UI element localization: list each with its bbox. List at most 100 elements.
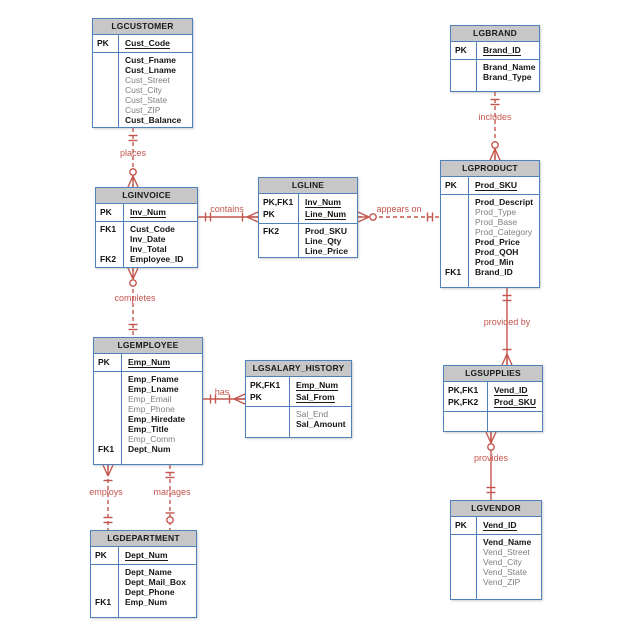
key-column (444, 411, 488, 431)
key-label: PK,FK1 (263, 197, 294, 207)
pk-attribute-name: Line_Num (305, 209, 347, 220)
relationship-label-has: has (214, 387, 230, 397)
pk-attribute-name: Dept_Num (125, 550, 168, 561)
entity-title-lgdepartment: LGDEPARTMENT (91, 531, 196, 547)
name-column: Vend_ID (477, 517, 541, 534)
key-label (455, 567, 474, 577)
key-label: PK (100, 207, 112, 217)
key-label (98, 404, 119, 414)
key-label (98, 394, 119, 404)
key-label: FK2 (100, 254, 117, 264)
entity-title-lgbrand: LGBRAND (451, 26, 539, 42)
pk-attribute-name: Emp_Num (128, 357, 171, 368)
relationship-label-manages: manages (153, 487, 191, 497)
attribute-name: Prod_Price (475, 237, 520, 247)
key-label: PK (263, 209, 275, 219)
key-label (98, 384, 119, 394)
key-label (97, 105, 116, 115)
pk-attribute-name: Vend_ID (483, 520, 517, 531)
key-label: PK,FK1 (250, 380, 281, 390)
key-label (455, 62, 474, 72)
key-label (97, 75, 116, 85)
attribute-name: Emp_Email (128, 394, 172, 404)
pk-attribute-name: Prod_SKU (494, 397, 537, 408)
key-column (451, 534, 477, 599)
key-label (97, 65, 116, 75)
attribute-name: Brand_Type (483, 72, 532, 82)
key-label: PK,FK2 (448, 397, 479, 407)
key-column: PK (441, 176, 469, 194)
entity-title-lgcustomer: LGCUSTOMER (93, 19, 192, 35)
attribute-name: Cust_Fname (125, 55, 177, 65)
attribute-name: Emp_Title (128, 424, 169, 434)
pk-attribute-name: Emp_Num (296, 380, 339, 391)
relationship-label-appears-on: appears on (376, 204, 422, 214)
pk-attribute-name: Inv_Num (305, 197, 341, 208)
pk-attribute-name: Inv_Num (130, 207, 166, 218)
attribute-name: Employee_ID (130, 254, 184, 264)
attribute-name: Emp_Comm (128, 434, 176, 444)
attribute-name: Vend_ZIP (483, 577, 521, 587)
key-label (100, 244, 121, 254)
attribute-name: Cust_Code (130, 224, 175, 234)
key-label (98, 414, 119, 424)
key-label (97, 95, 116, 105)
name-column: Prod_SKU (469, 177, 539, 194)
name-column: Brand_ID (477, 42, 539, 59)
relationship-label-completes: completes (114, 293, 156, 303)
name-column: Cust_Code (119, 35, 192, 52)
key-label (455, 557, 474, 567)
attribute-name: Dept_Name (125, 567, 172, 577)
key-label (250, 419, 287, 429)
attribute-name: Sal_End (296, 409, 329, 419)
attribute-name: Prod_SKU (305, 226, 348, 236)
key-label: PK,FK1 (448, 385, 479, 395)
key-label: FK1 (98, 444, 115, 454)
attr-section-lgsupplies (444, 411, 542, 431)
key-column: FK1 FK2 (96, 221, 124, 267)
key-column: PK (94, 353, 122, 371)
attribute-name: Prod_Category (475, 227, 533, 237)
attribute-name: Prod_Type (475, 207, 517, 217)
key-label: PK (97, 38, 109, 48)
attribute-name: Vend_Street (483, 547, 530, 557)
key-label (250, 409, 287, 419)
attribute-name: Emp_Hiredate (128, 414, 186, 424)
key-label (455, 577, 474, 587)
pk-attribute-name: Brand_ID (483, 45, 521, 56)
key-column (246, 406, 290, 437)
entity-title-lgvendor: LGVENDOR (451, 501, 541, 517)
attribute-name: Cust_Lname (125, 65, 177, 75)
entity-title-lgline: LGLINE (259, 178, 357, 194)
attribute-name: Prod_QOH (475, 247, 519, 257)
key-label (97, 115, 116, 125)
attribute-name: Emp_Num (125, 597, 168, 607)
key-label (95, 577, 116, 587)
